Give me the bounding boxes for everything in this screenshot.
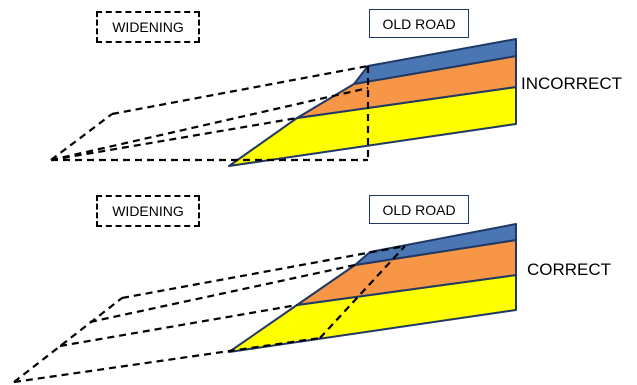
correct-verdict-label: CORRECT bbox=[527, 260, 612, 279]
widening-label: WIDENING bbox=[96, 195, 200, 227]
widening-outline-top bbox=[50, 64, 370, 162]
incorrect-verdict-label: INCORRECT bbox=[521, 74, 623, 93]
widening-label: WIDENING bbox=[96, 11, 200, 43]
old-road-label: OLD ROAD bbox=[369, 195, 469, 224]
correct-panel bbox=[13, 223, 517, 384]
old-road-label: OLD ROAD bbox=[369, 9, 469, 38]
incorrect-panel bbox=[50, 38, 517, 167]
old-road-surface-layer-bottom bbox=[354, 223, 517, 266]
widening-outline-bottom bbox=[13, 244, 406, 384]
old-road-surface-layer-top bbox=[353, 38, 517, 85]
